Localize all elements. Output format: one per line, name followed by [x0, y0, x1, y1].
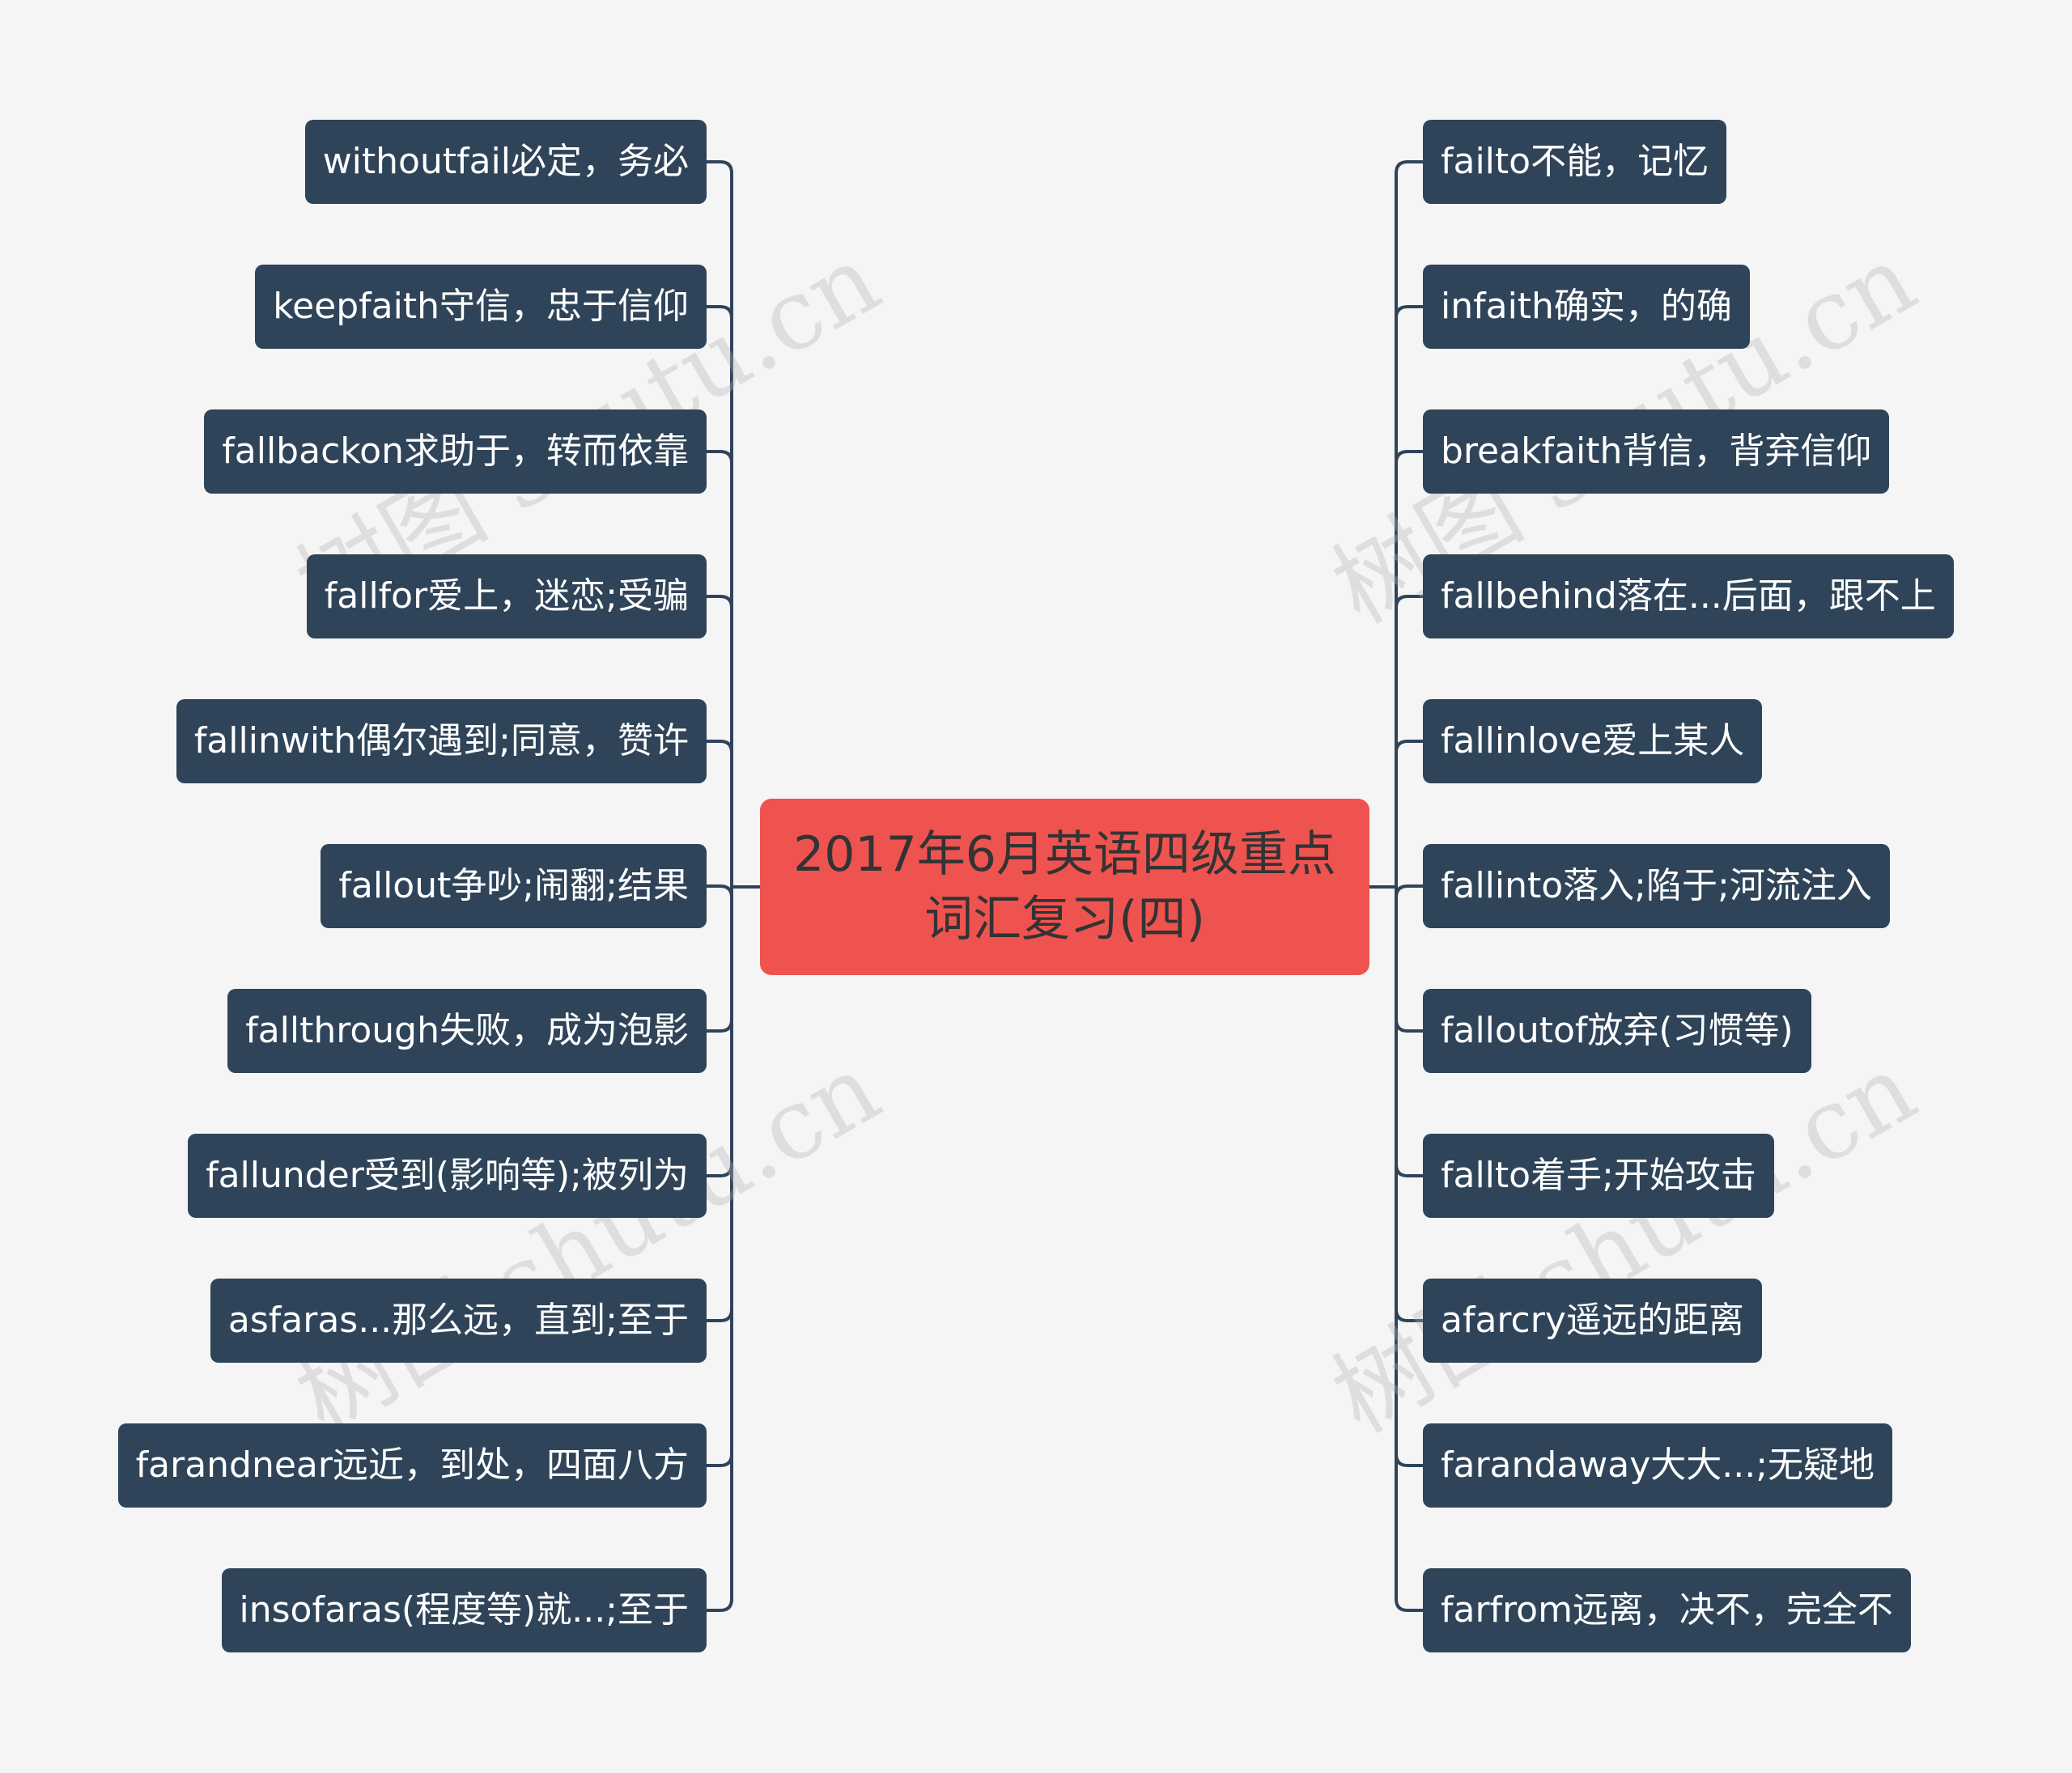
- left-topic-label: fallfor爱上，迷恋;受骗: [324, 575, 689, 617]
- left-topic-node[interactable]: asfaras...那么远，直到;至于: [210, 1279, 707, 1363]
- left-topic-label: fallunder受到(影响等);被列为: [206, 1155, 689, 1196]
- connector-line: [707, 884, 733, 898]
- central-topic[interactable]: 2017年6月英语四级重点词汇复习(四): [760, 799, 1369, 975]
- connector-line: [1395, 1164, 1423, 1177]
- connector-line: [1395, 1453, 1423, 1467]
- right-topic-label: failto不能，记忆: [1441, 141, 1709, 182]
- connector-line: [707, 160, 733, 174]
- connector-line: [1395, 450, 1423, 464]
- left-topic-node[interactable]: fallfor爱上，迷恋;受骗: [306, 554, 707, 638]
- right-topic-node[interactable]: fallbehind落在...后面，跟不上: [1423, 554, 1954, 638]
- connector-line: [707, 740, 733, 753]
- left-topic-label: fallbackon求助于，转而依靠: [222, 431, 689, 472]
- left-topic-label: farandnear远近，到处，四面八方: [135, 1444, 689, 1486]
- right-topic-label: fallinto落入;陷于;河流注入: [1441, 865, 1872, 906]
- right-topic-node[interactable]: falloutof放弃(习惯等): [1423, 989, 1811, 1073]
- right-topic-label: farandaway大大...;无疑地: [1441, 1444, 1875, 1486]
- connector-line: [707, 1453, 733, 1467]
- right-topic-label: fallinlove爱上某人: [1441, 720, 1745, 761]
- connector-line: [707, 1309, 733, 1322]
- left-topic-label: fallthrough失败，成为泡影: [245, 1010, 689, 1051]
- connector-line: [707, 1019, 733, 1033]
- left-topic-node[interactable]: fallunder受到(影响等);被列为: [188, 1134, 707, 1218]
- left-topic-label: keepfaith守信，忠于信仰: [273, 286, 689, 327]
- left-topic-label: withoutfail必定，务必: [322, 141, 689, 182]
- connector-line: [707, 595, 733, 609]
- right-topic-node[interactable]: fallto着手;开始攻击: [1423, 1134, 1774, 1218]
- right-topic-node[interactable]: afarcry遥远的距离: [1423, 1279, 1762, 1363]
- left-topic-node[interactable]: insofaras(程度等)就...;至于: [221, 1568, 707, 1652]
- connector-line: [707, 450, 733, 464]
- right-topic-node[interactable]: failto不能，记忆: [1423, 120, 1727, 204]
- left-topic-node[interactable]: fallout争吵;闹翻;结果: [321, 844, 707, 928]
- right-topic-label: fallbehind落在...后面，跟不上: [1441, 575, 1936, 617]
- connector-line: [1395, 884, 1423, 898]
- right-topic-node[interactable]: farandaway大大...;无疑地: [1423, 1423, 1893, 1508]
- connector-line: [1395, 305, 1423, 319]
- left-topic-node[interactable]: fallbackon求助于，转而依靠: [204, 409, 707, 494]
- left-topic-label: asfaras...那么远，直到;至于: [227, 1300, 689, 1341]
- left-topic-label: fallout争吵;闹翻;结果: [338, 865, 689, 906]
- left-topic-node[interactable]: farandnear远近，到处，四面八方: [117, 1423, 707, 1508]
- right-topic-label: afarcry遥远的距离: [1441, 1300, 1744, 1341]
- right-topic-label: breakfaith背信，背弃信仰: [1441, 431, 1872, 472]
- right-topic-node[interactable]: farfrom远离，决不，完全不: [1423, 1568, 1911, 1652]
- left-topic-node[interactable]: keepfaith守信，忠于信仰: [255, 265, 707, 349]
- connector-line: [707, 1598, 733, 1612]
- connector-line: [1395, 595, 1423, 609]
- left-topic-label: fallinwith偶尔遇到;同意，赞许: [193, 720, 689, 761]
- connector-line: [1395, 1598, 1423, 1612]
- right-topic-label: falloutof放弃(习惯等): [1441, 1010, 1794, 1051]
- connector-line: [1395, 1309, 1423, 1322]
- left-topic-label: insofaras(程度等)就...;至于: [239, 1589, 690, 1631]
- connector-line: [1395, 160, 1423, 174]
- right-topic-node[interactable]: fallinlove爱上某人: [1423, 699, 1763, 783]
- left-topic-node[interactable]: withoutfail必定，务必: [304, 120, 707, 204]
- right-topic-label: fallto着手;开始攻击: [1441, 1155, 1756, 1196]
- right-topic-node[interactable]: infaith确实，的确: [1423, 265, 1750, 349]
- central-topic-label: 2017年6月英语四级重点词汇复习(四): [793, 826, 1336, 948]
- connector-line: [707, 305, 733, 319]
- right-topic-node[interactable]: breakfaith背信，背弃信仰: [1423, 409, 1890, 494]
- connector-line: [1395, 1019, 1423, 1033]
- right-topic-label: farfrom远离，决不，完全不: [1441, 1589, 1893, 1631]
- left-topic-node[interactable]: fallinwith偶尔遇到;同意，赞许: [176, 699, 707, 783]
- left-topic-node[interactable]: fallthrough失败，成为泡影: [227, 989, 707, 1073]
- right-topic-node[interactable]: fallinto落入;陷于;河流注入: [1423, 844, 1890, 928]
- connector-line: [1395, 740, 1423, 753]
- right-topic-label: infaith确实，的确: [1441, 286, 1732, 327]
- connector-line: [707, 1164, 733, 1177]
